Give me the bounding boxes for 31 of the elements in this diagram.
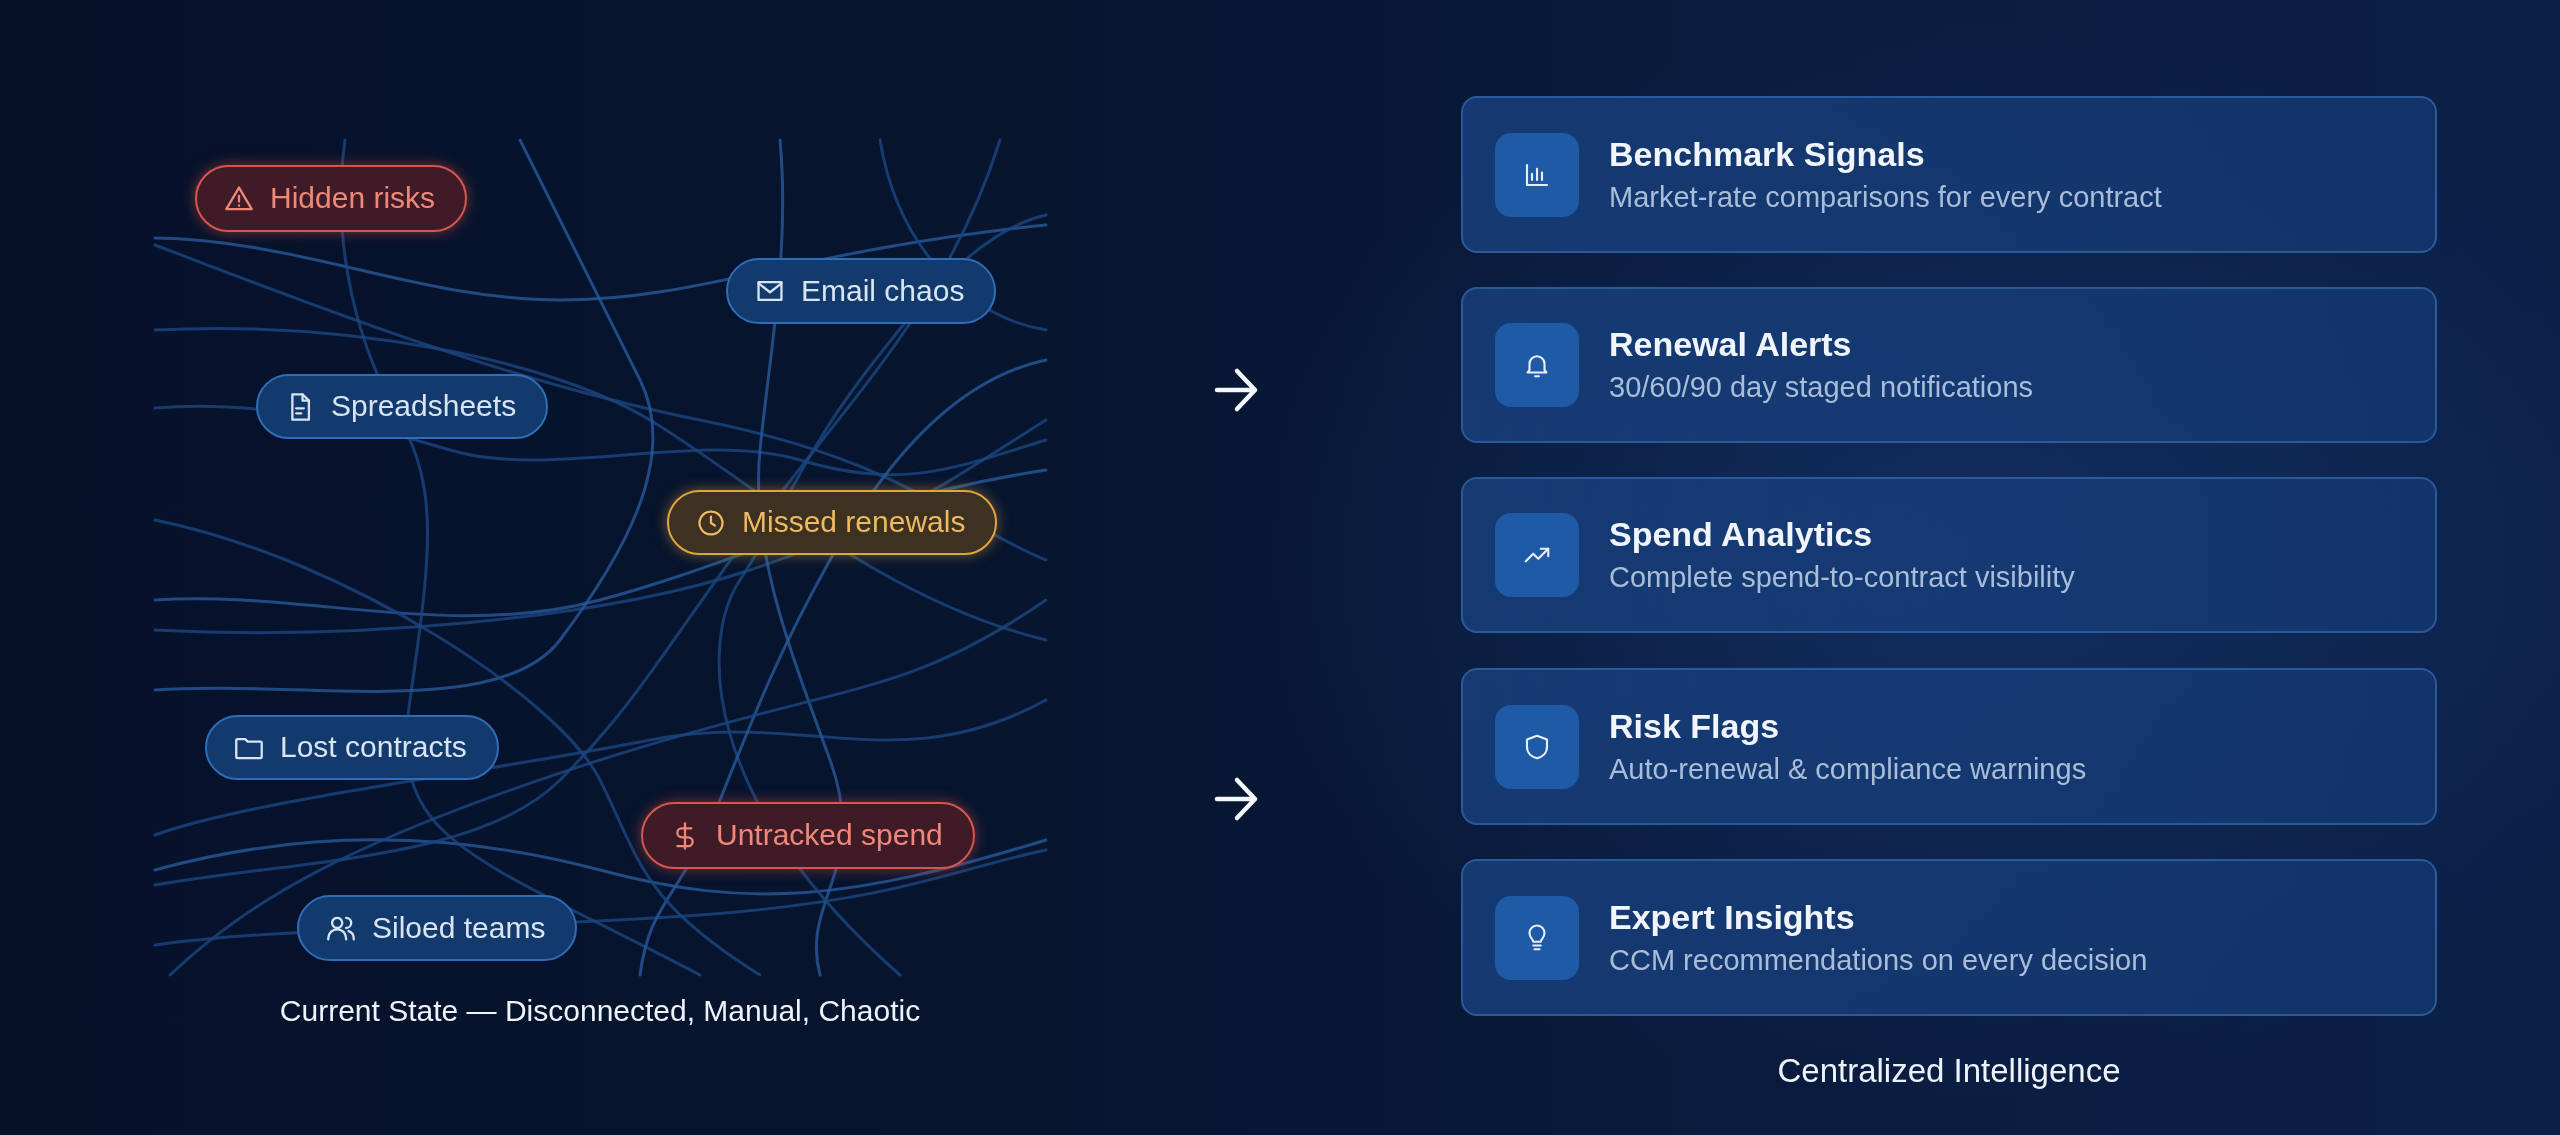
feature-card [1461, 287, 2437, 443]
card-description: Auto-renewal & compliance warnings [1609, 751, 2087, 787]
section-caption: Current State — Disconnected, Manual, Chaotic [279, 993, 921, 1029]
section-caption: Centralized Intelligence [1777, 1051, 2121, 1091]
issue-label: Lost contracts [280, 730, 467, 765]
issue-pill [667, 490, 998, 555]
feature-card [1461, 96, 2437, 253]
issue-pill [726, 258, 997, 324]
issue-pill [297, 895, 578, 961]
issue-pill [195, 165, 468, 232]
issue-label: Missed renewals [742, 505, 966, 540]
issue-label: Untracked spend [716, 818, 943, 853]
card-description: CCM recommendations on every decision [1609, 942, 2148, 978]
card-description: Complete spend-to-contract visibility [1609, 560, 2075, 596]
card-title: Spend Analytics [1609, 514, 1873, 556]
card-title: Risk Flags [1609, 705, 1780, 747]
card-title: Expert Insights [1609, 896, 1855, 938]
issue-pill [205, 715, 499, 780]
issue-pill [256, 374, 549, 439]
card-description: 30/60/90 day staged notifications [1609, 370, 2034, 406]
feature-card [1461, 859, 2437, 1016]
issue-label: Spreadsheets [331, 389, 517, 424]
feature-card [1461, 477, 2437, 633]
issue-pill [641, 802, 975, 869]
card-title: Benchmark Signals [1609, 133, 1925, 175]
issue-label: Siloed teams [372, 910, 546, 946]
card-description: Market-rate comparisons for every contract [1609, 179, 2162, 215]
card-title: Renewal Alerts [1609, 324, 1852, 366]
issue-label: Email chaos [801, 273, 965, 309]
feature-card [1461, 668, 2437, 825]
issue-label: Hidden risks [270, 181, 436, 216]
